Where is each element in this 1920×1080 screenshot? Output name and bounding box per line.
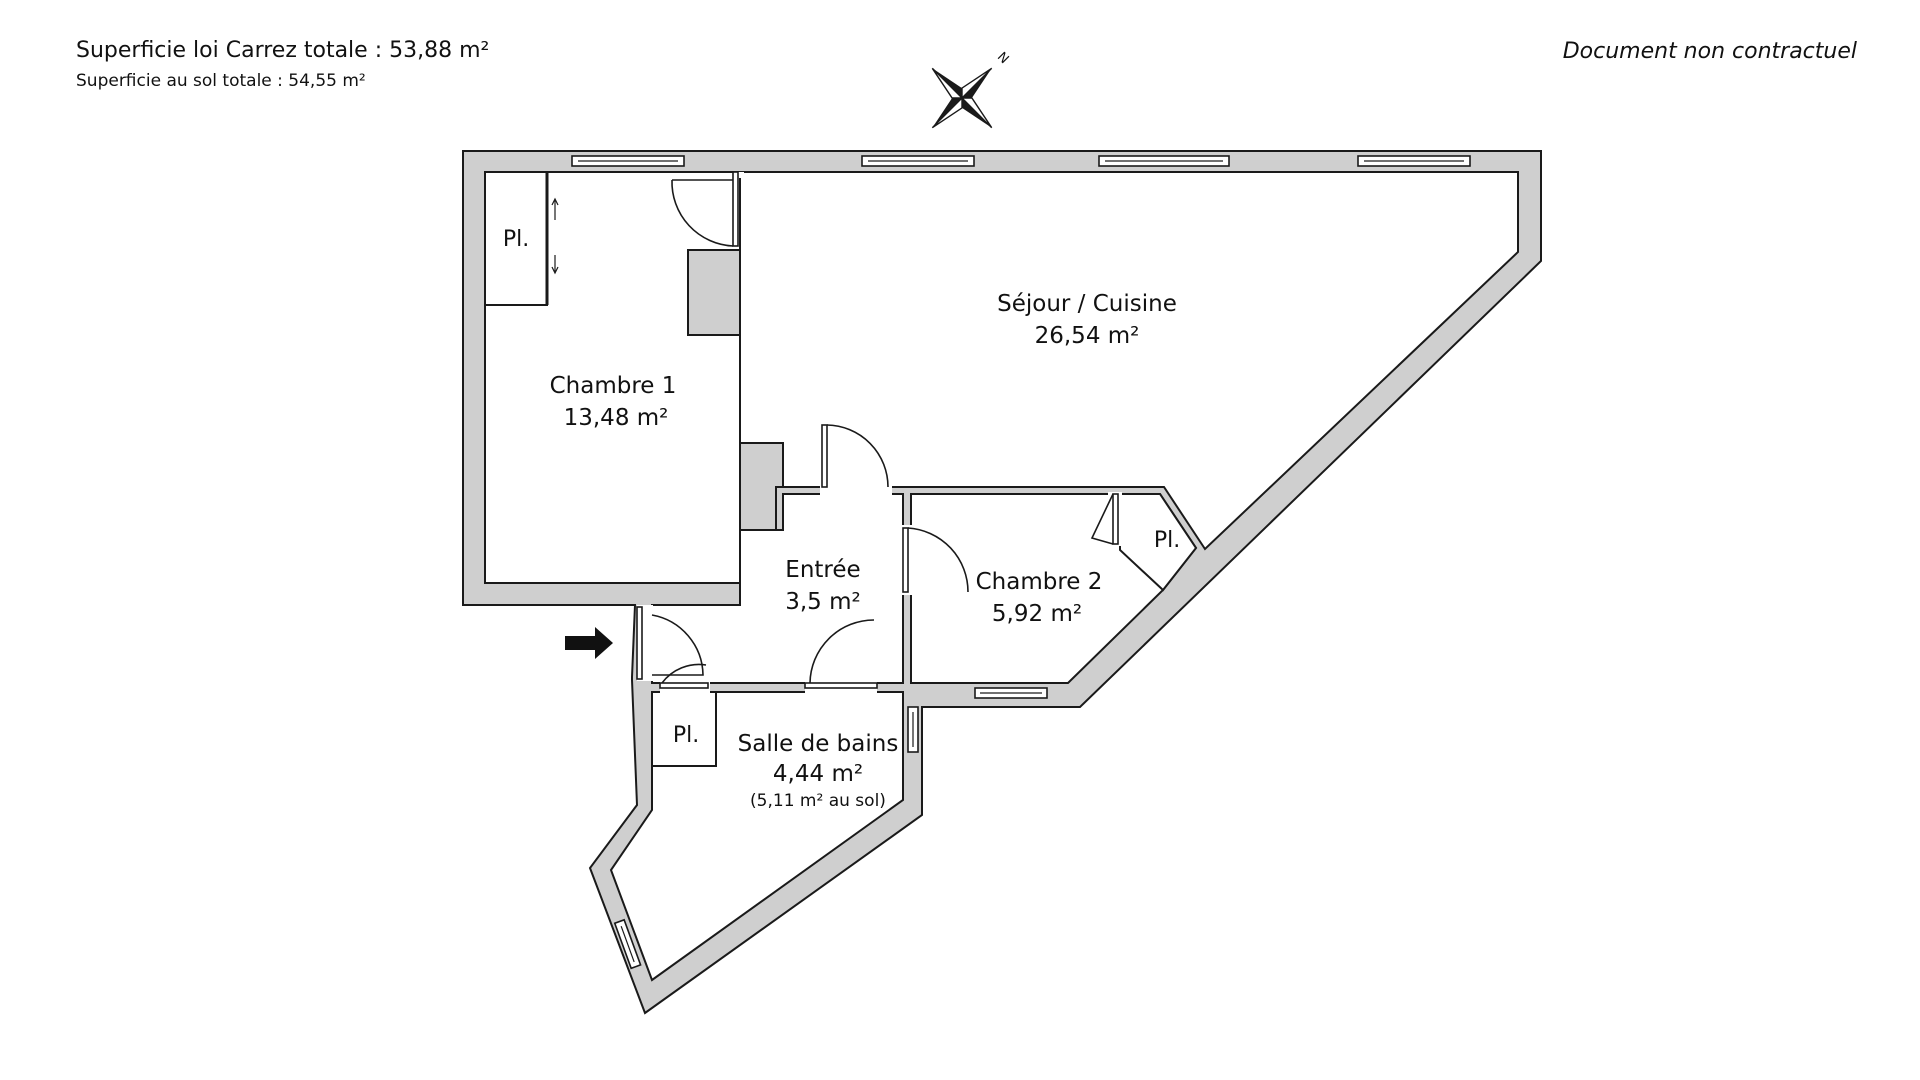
compass-north-label: N <box>994 50 1011 67</box>
sliding-arrow-icon <box>545 172 559 305</box>
room-floor-area-salle-de-bains: (5,11 m² au sol) <box>750 791 886 811</box>
room-area-chambre-1: 13,48 m² <box>564 405 669 431</box>
room-name-sejour: Séjour / Cuisine <box>997 291 1177 317</box>
closet-label-chambre-1: Pl. <box>503 227 529 252</box>
room-name-salle-de-bains: Salle de bains <box>738 731 899 757</box>
room-name-entree: Entrée <box>785 557 860 583</box>
floor-total-area: Superficie au sol totale : 54,55 m² <box>76 71 366 91</box>
room-area-entree: 3,5 m² <box>785 589 861 615</box>
doors <box>636 171 1119 689</box>
closet-label-sdb: Pl. <box>673 723 699 748</box>
compass-rose-icon <box>931 67 993 129</box>
disclaimer: Document non contractuel <box>1562 39 1857 64</box>
room-name-chambre-2: Chambre 2 <box>976 569 1103 595</box>
closet-label-chambre-2: Pl. <box>1154 528 1180 553</box>
windows <box>571 155 1471 970</box>
pier-chambre-1 <box>687 249 741 336</box>
room-area-salle-de-bains: 4,44 m² <box>773 761 863 787</box>
pier-entree <box>739 442 784 531</box>
carrez-total-area: Superficie loi Carrez totale : 53,88 m² <box>76 38 490 63</box>
room-name-chambre-1: Chambre 1 <box>550 373 677 399</box>
entrance-arrow-icon <box>565 627 613 659</box>
room-area-sejour: 26,54 m² <box>1035 323 1140 349</box>
room-area-chambre-2: 5,92 m² <box>992 601 1082 627</box>
